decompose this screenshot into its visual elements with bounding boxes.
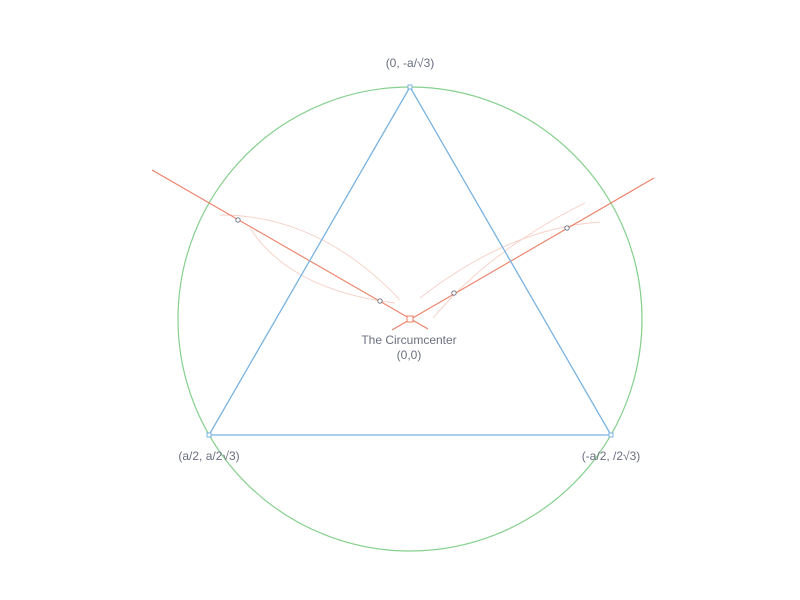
vertex-markers <box>206 84 614 438</box>
construction-point <box>377 298 383 304</box>
right-bisector <box>391 177 655 331</box>
left-vertex-label: (a/2, a/2√3) <box>178 449 239 463</box>
construction-point <box>451 290 457 296</box>
circumcenter-coords: (0,0) <box>397 348 422 362</box>
construction-point <box>235 217 241 223</box>
circumcenter-marker <box>406 315 414 323</box>
construction-points <box>235 217 570 304</box>
vertex-right-marker <box>608 432 614 438</box>
construction-point <box>564 225 570 231</box>
top-vertex-label: (0, -a/√3) <box>386 56 435 70</box>
vertex-left-marker <box>206 432 212 438</box>
left-bisector <box>151 169 429 330</box>
vertex-top-marker <box>407 84 413 90</box>
right-arc-upper <box>432 202 586 319</box>
triangle <box>207 85 613 436</box>
left-arc-upper <box>219 214 401 301</box>
circumcenter-title: The Circumcenter <box>361 333 456 347</box>
left-arc-lower <box>249 227 396 304</box>
right-arc-lower <box>419 221 601 299</box>
perpendicular-bisectors <box>151 169 655 331</box>
construction-arcs <box>219 202 601 319</box>
right-vertex-label: (-a/2, /2√3) <box>582 449 641 463</box>
